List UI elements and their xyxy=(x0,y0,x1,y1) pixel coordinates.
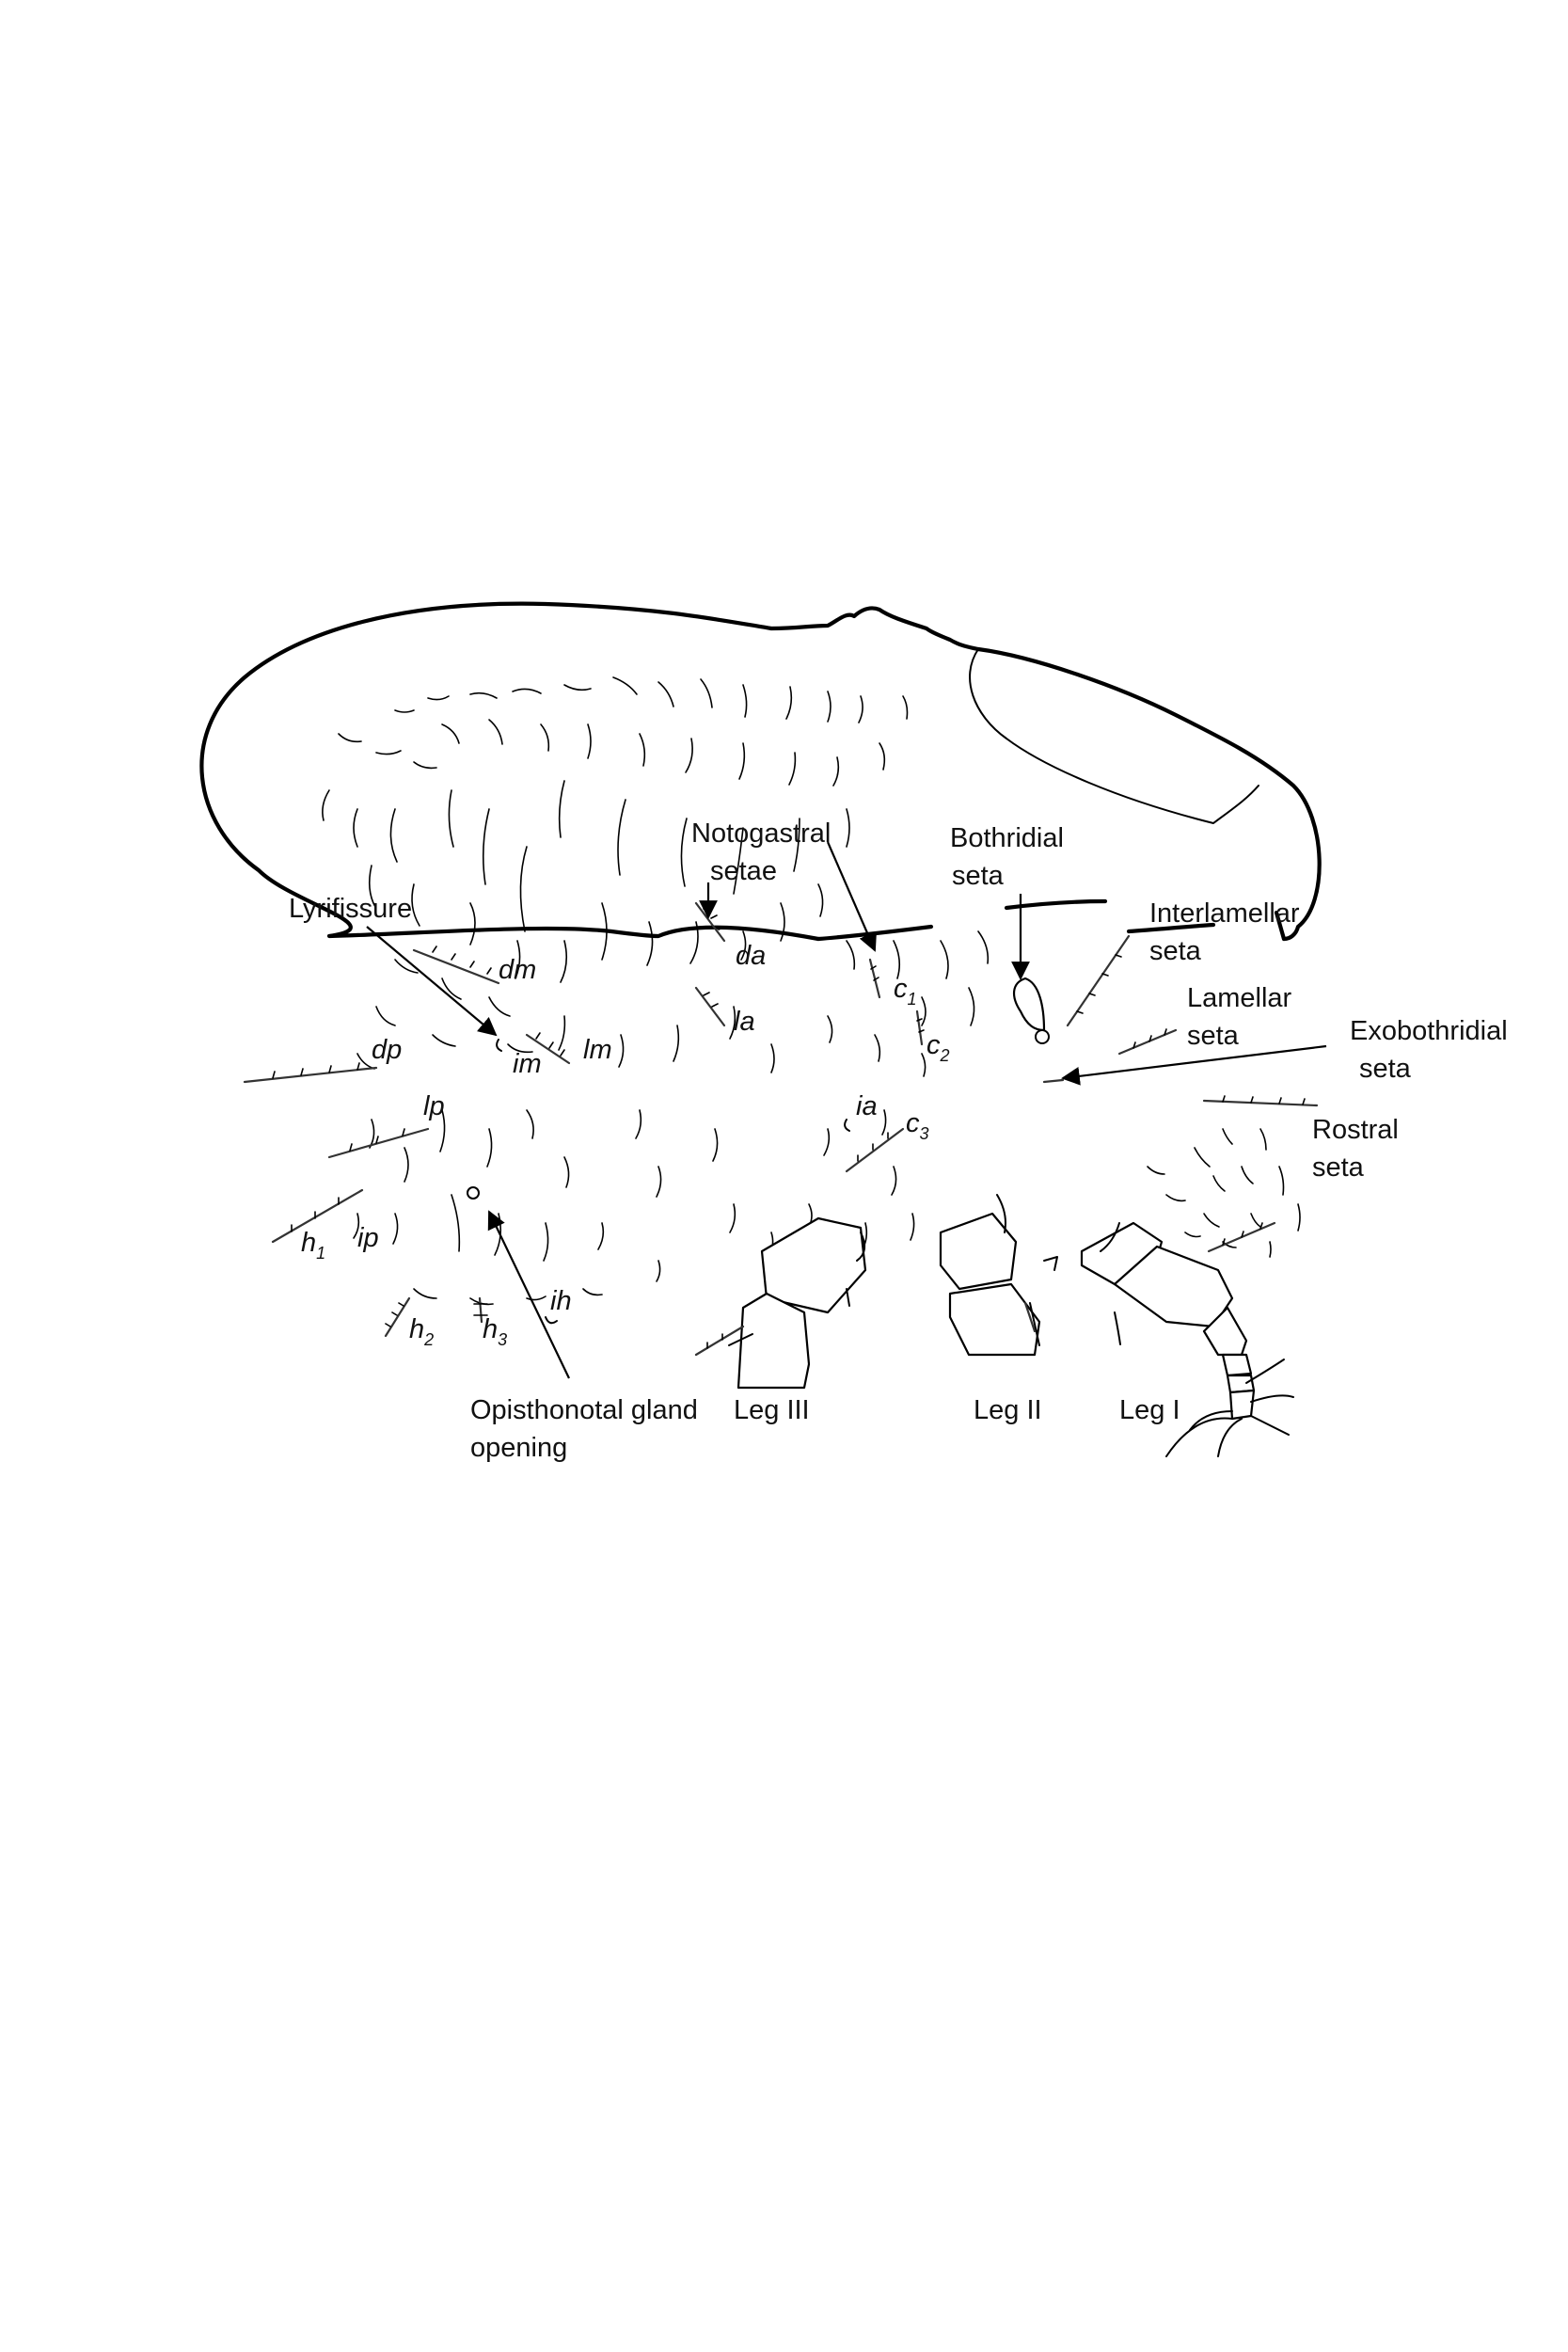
label-lp: lp xyxy=(423,1091,445,1121)
label-h2: h2 xyxy=(409,1314,434,1349)
label-lyrifissure: Lyrifissure xyxy=(289,894,412,924)
label-leg-ii: Leg II xyxy=(974,1395,1042,1425)
label-interlamellar-1: Interlamellar xyxy=(1149,898,1300,929)
label-lamellar-1: Lamellar xyxy=(1187,983,1292,1013)
label-lamellar-2: seta xyxy=(1187,1021,1240,1051)
arrow-opisthonotal xyxy=(487,1210,570,1379)
arrow-exobothridial xyxy=(1061,1044,1327,1086)
label-lm: lm xyxy=(583,1035,612,1065)
setae-labels: dm da c1 c2 la lm im dp lp ia c3 h1 ip i… xyxy=(301,941,950,1349)
label-h3: h3 xyxy=(483,1314,507,1349)
leg-i xyxy=(1080,1221,1294,1457)
label-c2: c2 xyxy=(927,1030,950,1065)
label-im: im xyxy=(513,1049,542,1079)
callouts: Lyrifissure Notogastral setae Bothridial… xyxy=(289,818,1508,1463)
cuticle-texture xyxy=(322,676,1301,1306)
label-dm: dm xyxy=(499,955,536,985)
leader-lines xyxy=(366,841,1327,1379)
label-rostral-1: Rostral xyxy=(1312,1115,1399,1145)
label-exobothridial-1: Exobothridial xyxy=(1350,1016,1508,1046)
label-c3: c3 xyxy=(906,1108,929,1143)
arrow-notogastral-c1 xyxy=(826,841,877,952)
arrow-lyrifissure xyxy=(366,926,498,1037)
label-rostral-2: seta xyxy=(1312,1152,1365,1183)
label-ip: ip xyxy=(357,1223,379,1253)
setae xyxy=(243,901,1319,1357)
label-ia: ia xyxy=(856,1091,878,1121)
label-leg-iii: Leg III xyxy=(734,1395,810,1425)
label-notogastral-2: setae xyxy=(710,856,777,886)
label-leg-i: Leg I xyxy=(1119,1395,1180,1425)
label-la: la xyxy=(734,1007,755,1037)
label-exobothridial-2: seta xyxy=(1359,1054,1412,1084)
label-da: da xyxy=(736,941,766,971)
leg-ii xyxy=(939,1194,1041,1357)
label-c1: c1 xyxy=(894,974,917,1009)
label-notogastral-1: Notogastral xyxy=(691,818,831,849)
label-opisthonotal-2: opening xyxy=(470,1433,567,1463)
label-h1: h1 xyxy=(301,1228,325,1263)
leg-iii xyxy=(728,1216,867,1390)
label-dp: dp xyxy=(372,1035,402,1065)
label-ih: ih xyxy=(550,1286,572,1316)
label-bothridial-2: seta xyxy=(952,861,1005,891)
label-opisthonotal-1: Opisthonotal gland xyxy=(470,1395,698,1425)
label-bothridial-1: Bothridial xyxy=(950,823,1064,853)
label-interlamellar-2: seta xyxy=(1149,936,1202,966)
